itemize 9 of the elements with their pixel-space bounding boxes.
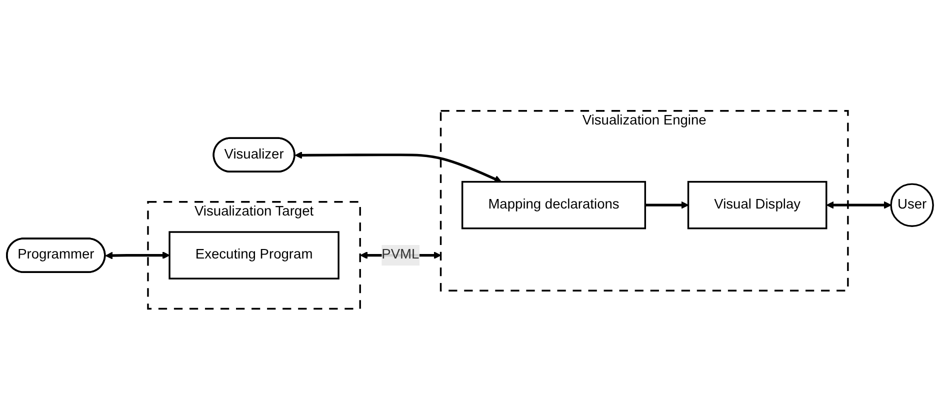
edge-label: PVML [382,248,420,262]
node-circle: User [890,183,934,228]
arrow [105,252,170,260]
arrow [645,201,689,210]
node-box: Visual Display [687,181,828,230]
node-box: Executing Program [168,231,340,280]
arrow [826,201,892,210]
arrow [294,152,502,183]
node-box: Mapping declarations [461,181,646,230]
